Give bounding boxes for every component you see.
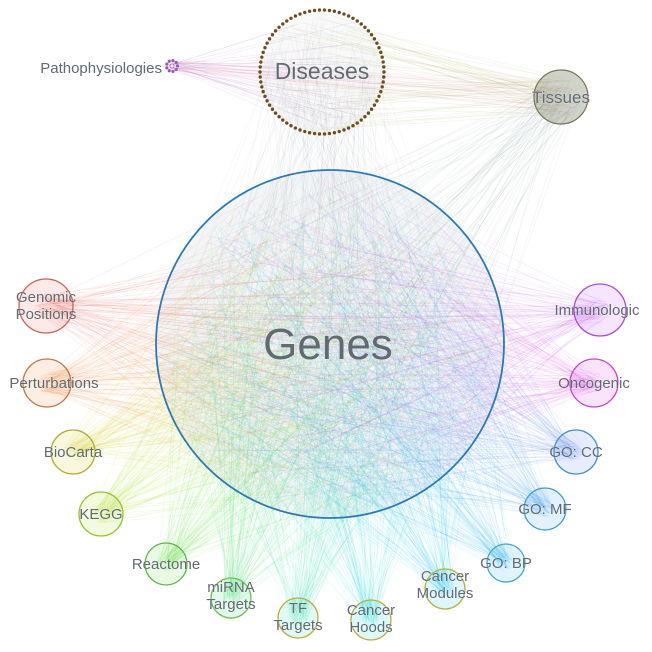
label-go-cc: GO: CC — [549, 444, 603, 461]
cluster-pathophysiologies[interactable] — [165, 58, 180, 74]
node-tissues — [533, 69, 589, 125]
label-reactome: Reactome — [132, 556, 200, 573]
label-go-mf: GO: MF — [518, 501, 571, 518]
label-immunologic: Immunologic — [554, 302, 640, 319]
node-circle-genes[interactable] — [155, 169, 505, 519]
fan-oncogenic-to-genes — [172, 179, 605, 500]
fan-mirna-targets-to-genes — [166, 186, 489, 605]
label-go-bp: GO: BP — [480, 555, 532, 572]
node-tf-targets — [277, 597, 319, 639]
node-fill-perturbations — [23, 359, 71, 407]
node-perturbations — [22, 358, 72, 408]
fan-immunologic-to-genes — [193, 187, 611, 478]
node-diseases — [258, 8, 386, 136]
fan-biocarta-to-genes — [63, 192, 481, 495]
node-fill-tf-targets — [278, 598, 318, 638]
fan-perturbations-to-genes — [36, 189, 489, 501]
fan-pathophysiologies-to-tissues — [166, 60, 578, 113]
dotted-ring-diseases — [258, 8, 386, 136]
node-circle-genomic-positions[interactable] — [18, 278, 74, 334]
node-oncogenic — [569, 358, 619, 408]
node-circle-cancer-modules[interactable] — [424, 568, 466, 610]
node-fill-reactome — [145, 543, 187, 585]
node-fill-go-cc — [554, 430, 598, 474]
label-oncogenic: Oncogenic — [558, 375, 630, 392]
label-pathophysiologies: Pathophysiologies — [40, 60, 162, 77]
node-circle-tf-targets[interactable] — [277, 597, 319, 639]
node-circle-go-cc[interactable] — [553, 429, 599, 475]
fan-go-bp-to-genes — [171, 188, 515, 572]
node-go-cc — [553, 429, 599, 475]
node-fills — [19, 10, 626, 640]
fan-go-cc-to-genes — [176, 186, 586, 502]
node-circle-go-mf[interactable] — [523, 487, 567, 531]
node-pathophysiologies — [165, 58, 180, 74]
node-fill-genomic-positions — [19, 279, 73, 333]
fan-cancer-hoods-to-genes — [172, 186, 489, 629]
node-circle-go-bp[interactable] — [486, 543, 526, 583]
fan-reactome-to-genes — [156, 192, 486, 573]
node-rings — [18, 8, 627, 641]
fan-cancer-modules-to-genes — [170, 186, 491, 598]
node-fill-go-bp — [487, 544, 525, 582]
node-labels: Genes Diseases PathophysiologiesTissuesGen… — [9, 58, 640, 637]
node-reactome — [144, 542, 188, 586]
node-circle-cancer-hoods[interactable] — [350, 599, 392, 641]
label-tissues: Tissues — [532, 88, 590, 107]
node-go-bp — [486, 543, 526, 583]
node-cancer-hoods — [350, 599, 392, 641]
edge-fans — [33, 14, 611, 629]
node-fill-genes — [156, 170, 504, 518]
fan-go-mf-to-genes — [177, 188, 555, 518]
fan-tissues-to-genes — [180, 79, 582, 500]
node-fill-oncogenic — [570, 359, 618, 407]
fan-diseases-to-genes — [166, 15, 495, 508]
label-genes: Genes — [263, 320, 393, 369]
node-go-mf — [523, 487, 567, 531]
fan-kegg-to-genes — [92, 190, 484, 524]
node-circle-immunologic[interactable] — [573, 283, 627, 337]
node-biocarta — [50, 429, 96, 475]
fan-tf-targets-to-genes — [183, 186, 491, 627]
node-fill-kegg — [79, 492, 123, 536]
node-cancer-modules — [424, 568, 466, 610]
node-circle-perturbations[interactable] — [22, 358, 72, 408]
node-genomic-positions — [18, 278, 74, 334]
fan-diseases-to-pathophysiologies — [166, 21, 375, 128]
node-circle-kegg[interactable] — [78, 491, 124, 537]
fan-diseases-to-tissues — [260, 14, 578, 130]
label-kegg: KEGG — [79, 506, 122, 523]
node-circle-oncogenic[interactable] — [569, 358, 619, 408]
fan-genomic-positions-to-genes — [33, 194, 488, 499]
label-perturbations: Perturbations — [9, 375, 98, 392]
node-fill-immunologic — [574, 284, 626, 336]
node-fill-cancer-hoods — [351, 600, 391, 640]
node-circle-mirna-targets[interactable] — [210, 577, 252, 619]
node-fill-mirna-targets — [211, 578, 251, 618]
node-circle-tissues[interactable] — [533, 69, 589, 125]
label-biocarta: BioCarta — [44, 444, 103, 461]
node-fill-tissues — [534, 70, 588, 124]
node-genes — [155, 169, 505, 519]
node-fill-cancer-modules — [425, 569, 465, 609]
node-fill-go-mf — [524, 488, 566, 530]
node-mirna-targets — [210, 577, 252, 619]
node-fill-biocarta — [51, 430, 95, 474]
node-kegg — [78, 491, 124, 537]
node-fill-diseases — [260, 10, 384, 134]
node-circle-reactome[interactable] — [144, 542, 188, 586]
label-diseases: Diseases — [275, 58, 370, 84]
node-immunologic — [573, 283, 627, 337]
node-circle-biocarta[interactable] — [50, 429, 96, 475]
